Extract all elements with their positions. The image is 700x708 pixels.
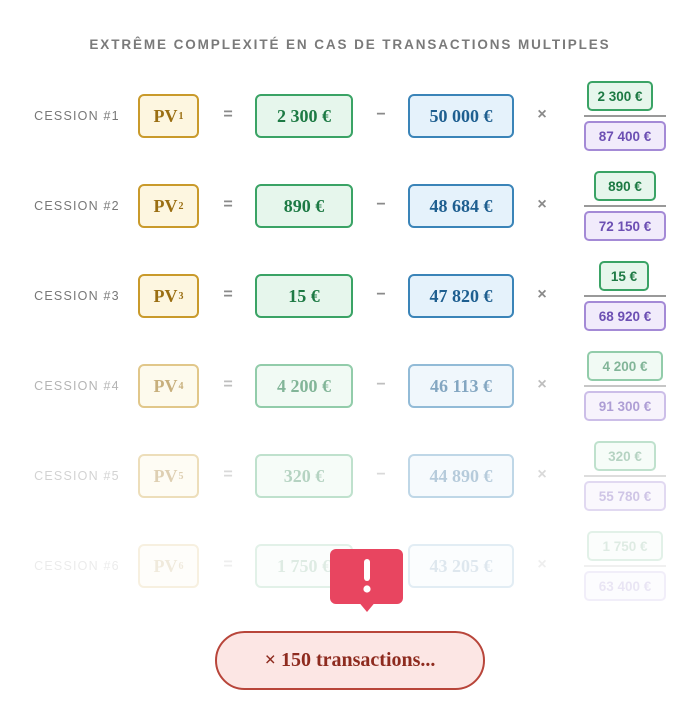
fraction-bar (584, 385, 666, 387)
fraction-numerator: 1 750 € (587, 531, 663, 561)
sale-price-box: 890 € (255, 184, 353, 228)
fraction-denominator: 63 400 € (584, 571, 666, 601)
minus-sign: − (376, 376, 386, 393)
times-sign: × (537, 466, 547, 483)
warning-badge-pointer (357, 600, 377, 612)
warning-badge (330, 549, 403, 604)
equals-sign: = (223, 466, 233, 483)
fraction-numerator: 4 200 € (587, 351, 663, 381)
fraction-denominator: 91 300 € (584, 391, 666, 421)
portfolio-value-box: 48 684 € (408, 184, 514, 228)
pv-text: PV (153, 465, 178, 486)
portfolio-value-box: 46 113 € (408, 364, 514, 408)
equals-sign: = (223, 376, 233, 393)
pv-text: PV (153, 105, 178, 126)
portfolio-value-box: 43 205 € (408, 544, 514, 588)
cession-label: CESSION #1 (34, 109, 120, 123)
equals-sign: = (223, 106, 233, 123)
fraction-bar (584, 115, 666, 117)
exclamation-icon (362, 558, 371, 593)
minus-sign: − (376, 106, 386, 123)
diagram-title: EXTRÊME COMPLEXITÉ EN CAS DE TRANSACTION… (89, 37, 611, 52)
fraction-denominator: 72 150 € (584, 211, 666, 241)
minus-sign: − (376, 286, 386, 303)
fraction-numerator: 320 € (594, 441, 656, 471)
cession-label: CESSION #5 (34, 469, 120, 483)
fraction-denominator: 68 920 € (584, 301, 666, 331)
pv-text: PV (153, 555, 178, 576)
pv-index: 3 (178, 290, 184, 302)
pv-text: PV (153, 285, 178, 306)
equals-sign: = (223, 556, 233, 573)
sale-price-box: 4 200 € (255, 364, 353, 408)
fraction-denominator: 87 400 € (584, 121, 666, 151)
cession-label: CESSION #3 (34, 289, 120, 303)
minus-sign: − (376, 196, 386, 213)
pv-index: 2 (178, 200, 184, 212)
fraction-bar (584, 475, 666, 477)
times-sign: × (537, 376, 547, 393)
sale-price-box: 2 300 € (255, 94, 353, 138)
pv-index: 4 (178, 380, 184, 392)
cession-label: CESSION #2 (34, 199, 120, 213)
times-sign: × (537, 556, 547, 573)
fraction-numerator: 2 300 € (587, 81, 653, 111)
fraction-denominator: 55 780 € (584, 481, 666, 511)
times-sign: × (537, 106, 547, 123)
fraction-bar (584, 295, 666, 297)
fraction-bar (584, 205, 666, 207)
fraction-numerator: 890 € (594, 171, 656, 201)
pv-index: 1 (178, 110, 184, 122)
equals-sign: = (223, 196, 233, 213)
cession-label: CESSION #6 (34, 559, 120, 573)
equals-sign: = (223, 286, 233, 303)
cession-label: CESSION #4 (34, 379, 120, 393)
minus-sign: − (376, 466, 386, 483)
times-sign: × (537, 286, 547, 303)
times-sign: × (537, 196, 547, 213)
portfolio-value-box: 50 000 € (408, 94, 514, 138)
pv-text: PV (153, 195, 178, 216)
portfolio-value-box: 47 820 € (408, 274, 514, 318)
fraction-numerator: 15 € (599, 261, 649, 291)
sale-price-box: 15 € (255, 274, 353, 318)
pv-index: 6 (178, 560, 184, 572)
fraction-bar (584, 565, 666, 567)
portfolio-value-box: 44 890 € (408, 454, 514, 498)
pv-index: 5 (178, 470, 184, 482)
transactions-count-pill: × 150 transactions... (215, 631, 485, 690)
sale-price-box: 320 € (255, 454, 353, 498)
pv-text: PV (153, 375, 178, 396)
